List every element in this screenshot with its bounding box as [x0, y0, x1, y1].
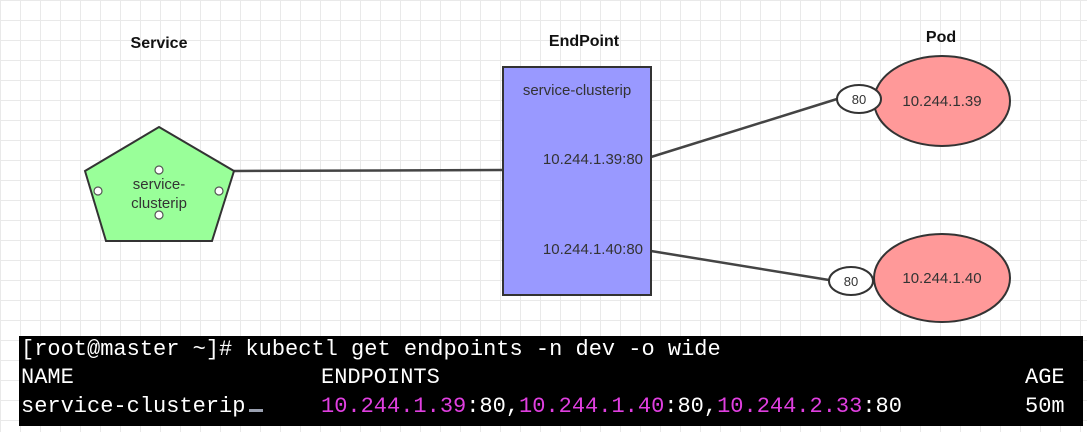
connection-point: [214, 186, 224, 196]
pod-column-title: Pod: [926, 29, 956, 46]
service-node[interactable]: service- clusterip: [83, 125, 236, 242]
service-to-endpoint-connector: [233, 168, 503, 173]
pod-2-port-ellipse: [828, 266, 874, 296]
service-column-title: Service: [131, 35, 188, 52]
pod-1-port[interactable]: 80: [836, 84, 882, 114]
endpoint-ip-1: 10.244.1.39: [321, 394, 467, 419]
terminal-cursor: [249, 409, 264, 412]
pod-2-port-label: 80: [844, 274, 858, 289]
pod-1-port-label: 80: [852, 92, 866, 107]
connection-point: [93, 186, 103, 196]
pod-2-ip: 10.244.1.40: [902, 270, 981, 287]
terminal-command: [root@master ~]# kubectl get endpoints -…: [21, 337, 721, 362]
endpoint-port-3: :80: [862, 394, 902, 419]
endpoint-entry-1: 10.244.1.39:80: [543, 151, 643, 168]
endpoint-column-title: EndPoint: [549, 33, 620, 50]
pod-1-ip: 10.244.1.39: [902, 93, 981, 110]
endpoint-to-pod1-connector: [650, 97, 838, 159]
endpoint-port-2: :80,: [664, 394, 718, 419]
endpoint-port-1: :80,: [466, 394, 520, 419]
endpoint-title: service-clusterip: [523, 82, 631, 99]
endpoint-to-pod2-connector: [650, 249, 830, 282]
row-name-cell: service-clusterip: [21, 394, 264, 420]
endpoint-ip-3: 10.244.2.33: [717, 394, 863, 419]
row-endpoints: 10.244.1.39:80,10.244.1.40:80,10.244.2.3…: [321, 394, 902, 420]
connection-point: [154, 210, 164, 220]
header-endpoints: ENDPOINTS: [321, 365, 440, 390]
pod-node-2[interactable]: 10.244.1.40: [873, 233, 1011, 323]
endpoint-node[interactable]: service-clusterip 10.244.1.39:80 10.244.…: [502, 66, 652, 296]
endpoint-ip-2: 10.244.1.40: [519, 394, 665, 419]
row-age: 50m: [1025, 394, 1065, 419]
service-pentagon-shape: [83, 125, 236, 242]
endpoint-box-shape: [502, 66, 652, 296]
endpoint-entry-2: 10.244.1.40:80: [543, 241, 643, 258]
header-name: NAME: [21, 365, 74, 390]
connection-point: [154, 165, 164, 175]
pod-2-port[interactable]: 80: [828, 266, 874, 296]
service-label-line1: service-: [133, 176, 186, 193]
terminal-output: [root@master ~]# kubectl get endpoints -…: [19, 336, 1083, 426]
row-name: service-clusterip: [21, 394, 246, 419]
architecture-diagram: Service EndPoint Pod service- clusterip …: [83, 29, 1011, 323]
pod-2-ellipse: [873, 233, 1011, 323]
header-age: AGE: [1025, 365, 1065, 390]
pod-node-1[interactable]: 10.244.1.39: [873, 55, 1011, 147]
pod-1-port-ellipse: [836, 84, 882, 114]
service-label-line2: clusterip: [131, 195, 187, 212]
